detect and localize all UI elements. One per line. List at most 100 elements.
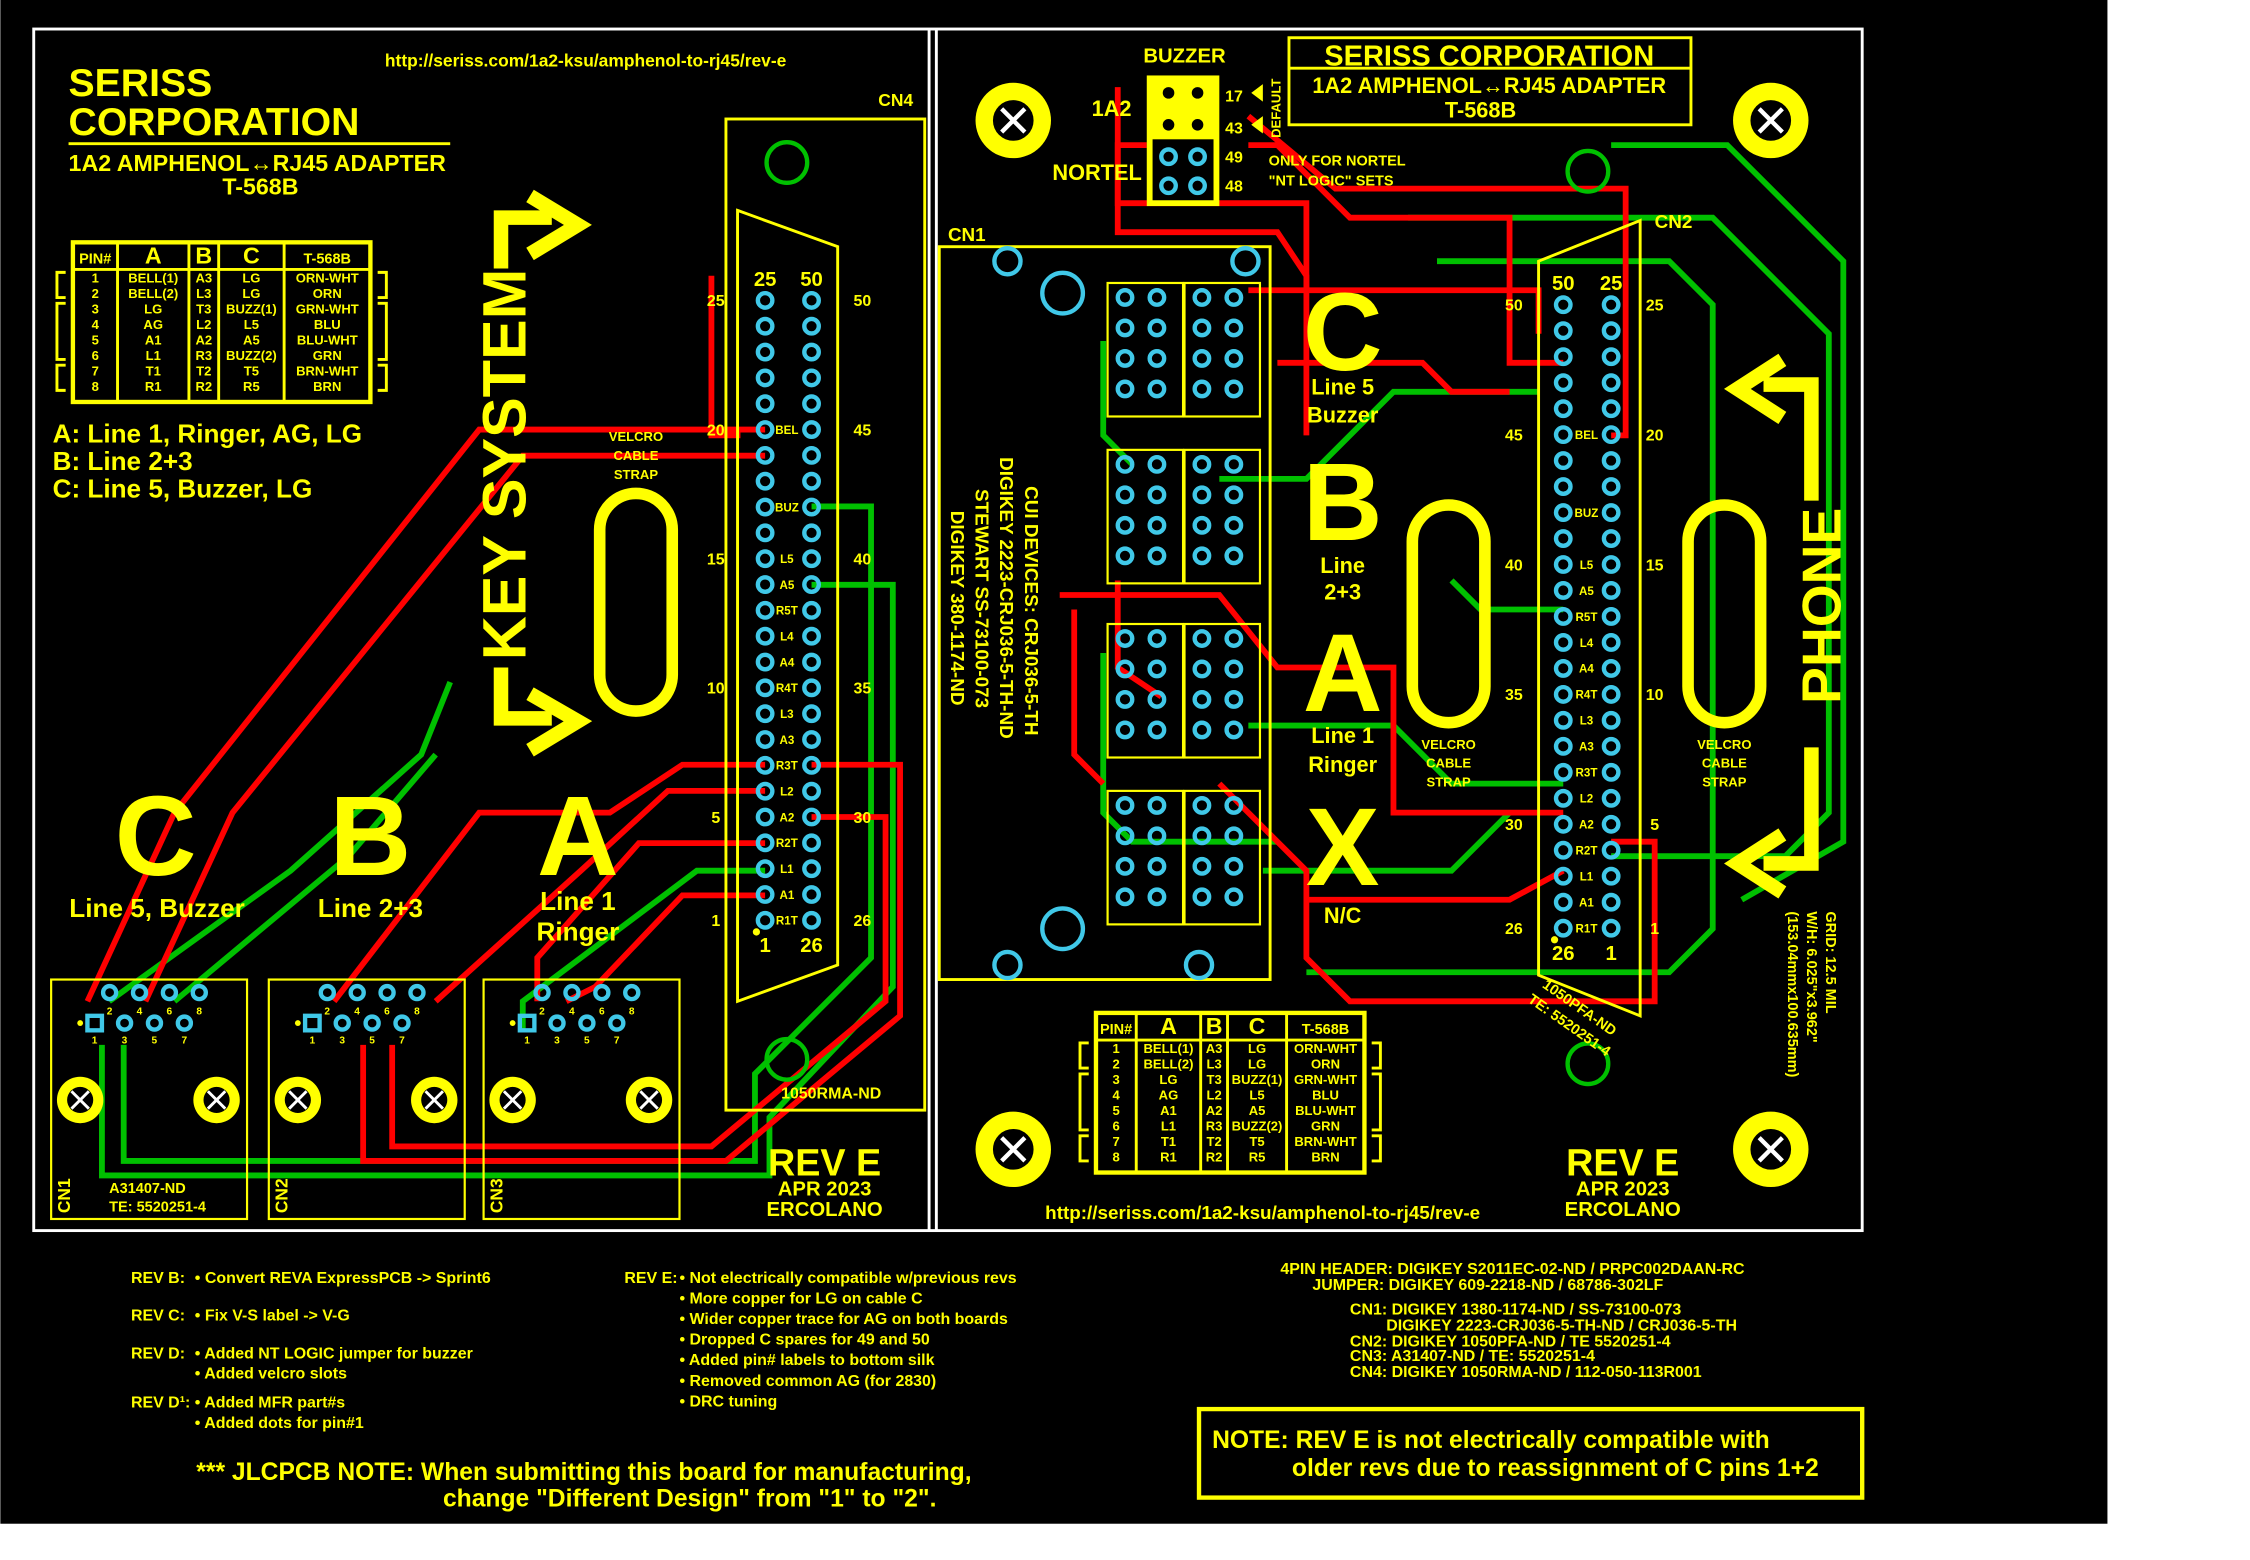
rj45-pad xyxy=(1192,795,1212,815)
nortel-note: ONLY FOR NORTEL xyxy=(1269,153,1406,169)
rj45-label: CN2 xyxy=(272,1178,292,1213)
pin-label: A4 xyxy=(779,656,794,669)
cable-x-letter: X xyxy=(1306,786,1380,909)
pin-label: R2T xyxy=(776,837,798,850)
header-pin xyxy=(1553,840,1573,860)
pin-label: R2T xyxy=(1576,845,1598,858)
header-pin xyxy=(755,420,775,439)
header-pin xyxy=(802,678,821,698)
pin-number: 45 xyxy=(1505,427,1523,444)
rj45-pin-number: 7 xyxy=(399,1035,405,1046)
table-border xyxy=(70,240,373,405)
rj45-pin-number: 7 xyxy=(614,1035,620,1046)
pin-number: 10 xyxy=(707,681,725,698)
title-box xyxy=(1287,36,1693,127)
header-pin xyxy=(1601,451,1621,471)
table-cell: BRN xyxy=(1311,1149,1339,1164)
table-cell: ORN-WHT xyxy=(296,271,359,286)
grid-text: W/H: 6.025"x3.962" xyxy=(1803,911,1819,1042)
cn1-label: CN1 xyxy=(948,224,986,245)
rj45-pad xyxy=(1147,629,1167,648)
header-bottom-number: 1 xyxy=(1605,943,1616,965)
revision-notes: REV B:• Convert REVA ExpressPCB -> Sprin… xyxy=(131,1270,1017,1432)
table-cell: BUZZ(1) xyxy=(226,301,277,316)
table-cell: T2 xyxy=(1206,1134,1221,1149)
table-cell: 2 xyxy=(1112,1057,1119,1072)
rj45-pad xyxy=(1224,288,1244,307)
header-pin xyxy=(755,859,775,879)
rj45-pad xyxy=(175,1014,194,1032)
rj45-pad xyxy=(1192,856,1212,876)
rj45-pin-number: 5 xyxy=(584,1035,590,1046)
rj45-pad xyxy=(1224,887,1244,907)
rev-item: • Not electrically compatible w/previous… xyxy=(679,1270,1016,1287)
header-pin xyxy=(1553,425,1573,445)
header-pin xyxy=(802,652,821,672)
table-cell: 5 xyxy=(92,332,99,347)
table-cell: A1 xyxy=(145,332,162,347)
header-pin xyxy=(1601,607,1621,626)
rj45-pad xyxy=(1224,349,1244,368)
velcro-label: STRAP xyxy=(1426,775,1471,790)
pin-number: 40 xyxy=(853,552,871,569)
header-pin xyxy=(802,523,821,543)
cn1-jacks xyxy=(1106,281,1262,926)
header-pin xyxy=(1601,555,1621,574)
header-pin xyxy=(1553,607,1573,626)
rj45-pin-number: 6 xyxy=(167,1006,173,1017)
cn4-body xyxy=(736,208,840,1004)
header-pin xyxy=(1601,295,1621,315)
rj45-pad xyxy=(1224,379,1244,399)
part-line: JUMPER: DIGIKEY 609-2218-ND / 68786-302L… xyxy=(1312,1277,1663,1294)
rj45-jack-outline xyxy=(1106,622,1185,759)
rj45-pad xyxy=(1192,349,1212,368)
table-cell: 4 xyxy=(1112,1088,1120,1103)
rj45-pin-number: 5 xyxy=(152,1035,158,1046)
rj45-pin1-pad xyxy=(85,1013,105,1033)
header-pin xyxy=(755,368,775,388)
rj45-pad xyxy=(1192,485,1212,505)
header-pin xyxy=(802,807,821,827)
header-pin xyxy=(802,755,821,775)
header-pin xyxy=(1553,918,1573,938)
pin-label: A3 xyxy=(779,734,794,747)
header-pin xyxy=(1601,684,1621,704)
pin-label: BUZ xyxy=(1575,507,1599,520)
velcro-label: STRAP xyxy=(614,467,659,482)
header-bottom-number: 26 xyxy=(800,935,823,957)
header-pin xyxy=(755,678,775,698)
note-box-text: NOTE: REV E is not electrically compatib… xyxy=(1212,1427,1770,1454)
rj45-jack-outline xyxy=(1106,448,1185,585)
mount-hole xyxy=(1230,245,1261,277)
pin-label: BUZ xyxy=(775,501,799,514)
rj45-pad xyxy=(363,1014,381,1032)
pin-label: R1T xyxy=(1576,923,1598,936)
cable-b-letter: B xyxy=(1303,441,1383,564)
jumper-pin xyxy=(1191,118,1204,131)
rj45-pad xyxy=(1147,856,1167,876)
header-pin xyxy=(1601,736,1621,756)
rj45-pad xyxy=(578,1014,596,1032)
table-cell: R5 xyxy=(243,379,260,394)
rev-item: • Added pin# labels to bottom silk xyxy=(679,1352,934,1369)
table-cell: 6 xyxy=(1112,1118,1119,1133)
legend-c: C: Line 5, Buzzer, LG xyxy=(53,474,313,504)
rj45-pad xyxy=(1115,454,1135,474)
rev-item: • Added velcro slots xyxy=(195,1366,347,1383)
rj45-pad xyxy=(1192,546,1212,566)
cn4-outline xyxy=(724,117,927,1112)
table-header: C xyxy=(1249,1013,1266,1039)
table-cell: R3 xyxy=(195,348,212,363)
header-pin xyxy=(755,497,775,517)
header-pin xyxy=(755,652,775,672)
cable-c-label: Line 5 xyxy=(1311,375,1374,400)
table-cell: ORN xyxy=(1311,1057,1340,1072)
table-cell: T5 xyxy=(244,363,259,378)
rj45-pad xyxy=(548,1014,566,1032)
table-cell: 7 xyxy=(92,363,99,378)
cable-c-letter: C xyxy=(1303,271,1383,394)
pin-label: A4 xyxy=(1579,663,1594,676)
rj45-pad xyxy=(1115,485,1135,505)
